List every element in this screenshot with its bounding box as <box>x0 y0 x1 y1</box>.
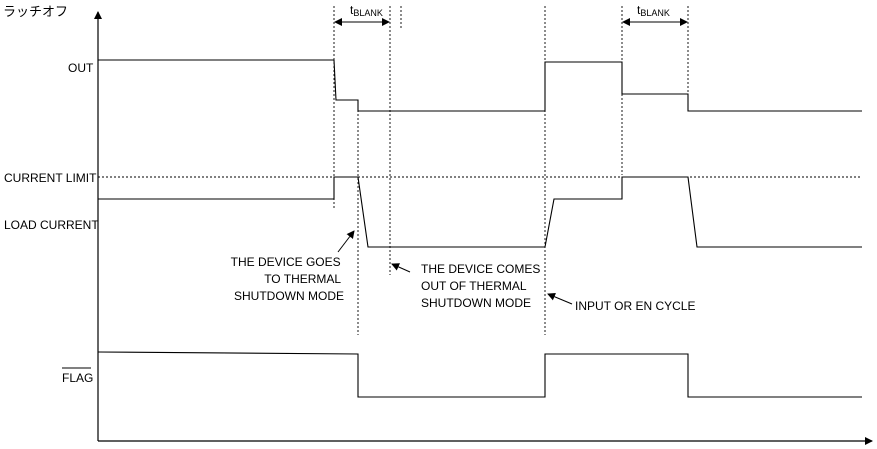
thermal-in-arrow <box>337 230 355 253</box>
cycle-annotation: INPUT OR EN CYCLE <box>575 299 695 313</box>
out-waveform <box>98 59 862 112</box>
cycle-arrow <box>547 293 573 305</box>
timing-markers <box>333 6 689 335</box>
thermal-out-annotation: THE DEVICE COMES OUT OF THERMAL SHUTDOWN… <box>421 262 544 310</box>
load-current-waveform <box>98 176 862 248</box>
flag-waveform <box>97 351 862 398</box>
thermal-out-arrow <box>391 263 411 273</box>
out-label: OUT <box>68 61 94 75</box>
tblank-label: tBLANK <box>637 3 670 18</box>
current-limit-label: CURRENT LIMIT <box>4 171 97 185</box>
thermal-in-annotation: THE DEVICE GOES TO THERMAL SHUTDOWN MODE <box>231 255 344 303</box>
flag-label-group: FLAG <box>62 367 93 385</box>
tblank-label: tBLANK <box>350 3 383 18</box>
tblank-dimension-2: tBLANK <box>622 3 688 26</box>
axes <box>94 11 873 445</box>
tblank-dimension-1: tBLANK <box>334 3 390 26</box>
diagram-title: ラッチオフ <box>3 5 68 20</box>
load-current-label: LOAD CURRENT <box>4 218 99 232</box>
flag-label: FLAG <box>62 371 93 385</box>
